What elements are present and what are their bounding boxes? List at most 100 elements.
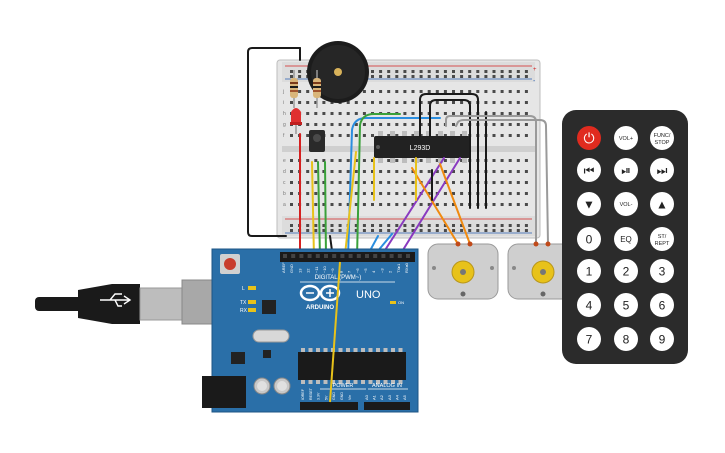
breadboard-hole[interactable] [516, 170, 520, 173]
breadboard-hole[interactable] [395, 90, 399, 93]
breadboard-hole[interactable] [354, 159, 358, 162]
breadboard-hole[interactable] [492, 101, 496, 104]
usb-cable[interactable] [35, 279, 223, 325]
rail-hole[interactable] [508, 224, 512, 227]
breadboard-hole[interactable] [362, 203, 366, 206]
remote-button-func-stop[interactable]: FUNC/STOP [650, 126, 674, 150]
breadboard-hole[interactable] [460, 203, 464, 206]
breadboard-hole[interactable] [395, 101, 399, 104]
digital-pin-socket[interactable] [381, 254, 386, 258]
rail-hole[interactable] [524, 229, 528, 232]
rail-hole[interactable] [330, 229, 334, 232]
breadboard-hole[interactable] [419, 101, 423, 104]
breadboard-hole[interactable] [314, 181, 318, 184]
breadboard-hole[interactable] [411, 134, 415, 137]
rail-hole[interactable] [516, 229, 520, 232]
breadboard-hole[interactable] [362, 90, 366, 93]
breadboard-hole[interactable] [379, 90, 383, 93]
rail-hole[interactable] [435, 70, 439, 73]
rail-hole[interactable] [476, 75, 480, 78]
rail-hole[interactable] [395, 75, 399, 78]
breadboard-hole[interactable] [306, 134, 310, 137]
rail-hole[interactable] [387, 75, 391, 78]
rail-hole[interactable] [419, 70, 423, 73]
breadboard-hole[interactable] [306, 90, 310, 93]
rail-hole[interactable] [443, 224, 447, 227]
wire-black-bridge-2[interactable] [429, 99, 471, 209]
rail-hole[interactable] [379, 75, 383, 78]
breadboard-hole[interactable] [460, 170, 464, 173]
wire-black-bridge-1[interactable] [419, 93, 479, 209]
breadboard-hole[interactable] [395, 192, 399, 195]
breadboard-hole[interactable] [460, 181, 464, 184]
wire-orange-1[interactable] [411, 167, 459, 245]
remote-button-down[interactable]: ▼ [577, 192, 601, 216]
rail-hole[interactable] [484, 75, 488, 78]
breadboard-hole[interactable] [508, 112, 512, 115]
breadboard-hole[interactable] [379, 203, 383, 206]
breadboard-hole[interactable] [452, 170, 455, 173]
rail-hole[interactable] [419, 224, 423, 227]
rail-hole[interactable] [298, 75, 302, 78]
breadboard-hole[interactable] [500, 134, 504, 137]
breadboard-hole[interactable] [306, 159, 310, 162]
wire-yellow-ir[interactable] [311, 161, 315, 259]
breadboard-hole[interactable] [346, 159, 350, 162]
breadboard-hole[interactable] [492, 170, 496, 173]
breadboard-hole[interactable] [387, 123, 391, 126]
breadboard-hole[interactable] [354, 181, 358, 184]
breadboard-hole[interactable] [516, 203, 520, 206]
breadboard-hole[interactable] [435, 159, 439, 162]
breadboard-hole[interactable] [362, 170, 366, 173]
breadboard-hole[interactable] [362, 112, 366, 115]
breadboard-hole[interactable] [435, 203, 439, 206]
breadboard-hole[interactable] [524, 170, 528, 173]
breadboard-hole[interactable] [435, 134, 439, 137]
dc-motor-right[interactable] [507, 241, 579, 300]
breadboard-hole[interactable] [492, 112, 496, 115]
breadboard-hole[interactable] [419, 203, 423, 206]
breadboard-hole[interactable] [362, 159, 366, 162]
breadboard-hole[interactable] [435, 123, 439, 126]
breadboard-hole[interactable] [362, 123, 366, 126]
breadboard-hole[interactable] [500, 192, 504, 195]
breadboard-hole[interactable] [508, 181, 512, 184]
wire-purple-2[interactable] [397, 157, 461, 259]
digital-pin-socket[interactable] [283, 254, 287, 258]
breadboard-hole[interactable] [452, 112, 455, 115]
rail-hole[interactable] [387, 70, 391, 73]
red-led[interactable] [290, 108, 302, 134]
remote-button-num-7[interactable]: 7 [577, 327, 601, 351]
rail-hole[interactable] [435, 75, 439, 78]
breadboard-hole[interactable] [371, 192, 374, 195]
breadboard-hole[interactable] [484, 101, 488, 104]
breadboard-hole[interactable] [322, 170, 326, 173]
breadboard-hole[interactable] [395, 181, 399, 184]
rail-hole[interactable] [476, 229, 480, 232]
breadboard-hole[interactable] [298, 101, 302, 104]
breadboard-hole[interactable] [435, 90, 439, 93]
rail-hole[interactable] [395, 224, 399, 227]
breadboard-hole[interactable] [387, 181, 391, 184]
rail-hole[interactable] [468, 75, 472, 78]
breadboard-hole[interactable] [387, 90, 391, 93]
breadboard-hole[interactable] [500, 159, 504, 162]
breadboard-hole[interactable] [500, 123, 504, 126]
rail-hole[interactable] [492, 70, 496, 73]
breadboard-hole[interactable] [411, 181, 415, 184]
breadboard-hole[interactable] [371, 101, 374, 104]
rail-hole[interactable] [508, 229, 512, 232]
breadboard-hole[interactable] [500, 181, 504, 184]
breadboard-hole[interactable] [452, 101, 455, 104]
breadboard-hole[interactable] [524, 112, 528, 115]
breadboard-hole[interactable] [403, 112, 407, 115]
breadboard-hole[interactable] [403, 101, 407, 104]
remote-button-num-6[interactable]: 6 [650, 293, 674, 317]
breadboard-hole[interactable] [290, 159, 293, 162]
breadboard-hole[interactable] [314, 170, 318, 173]
digital-pin-socket[interactable] [365, 254, 369, 258]
remote-button-num-9[interactable]: 9 [650, 327, 674, 351]
rail-hole[interactable] [314, 224, 318, 227]
